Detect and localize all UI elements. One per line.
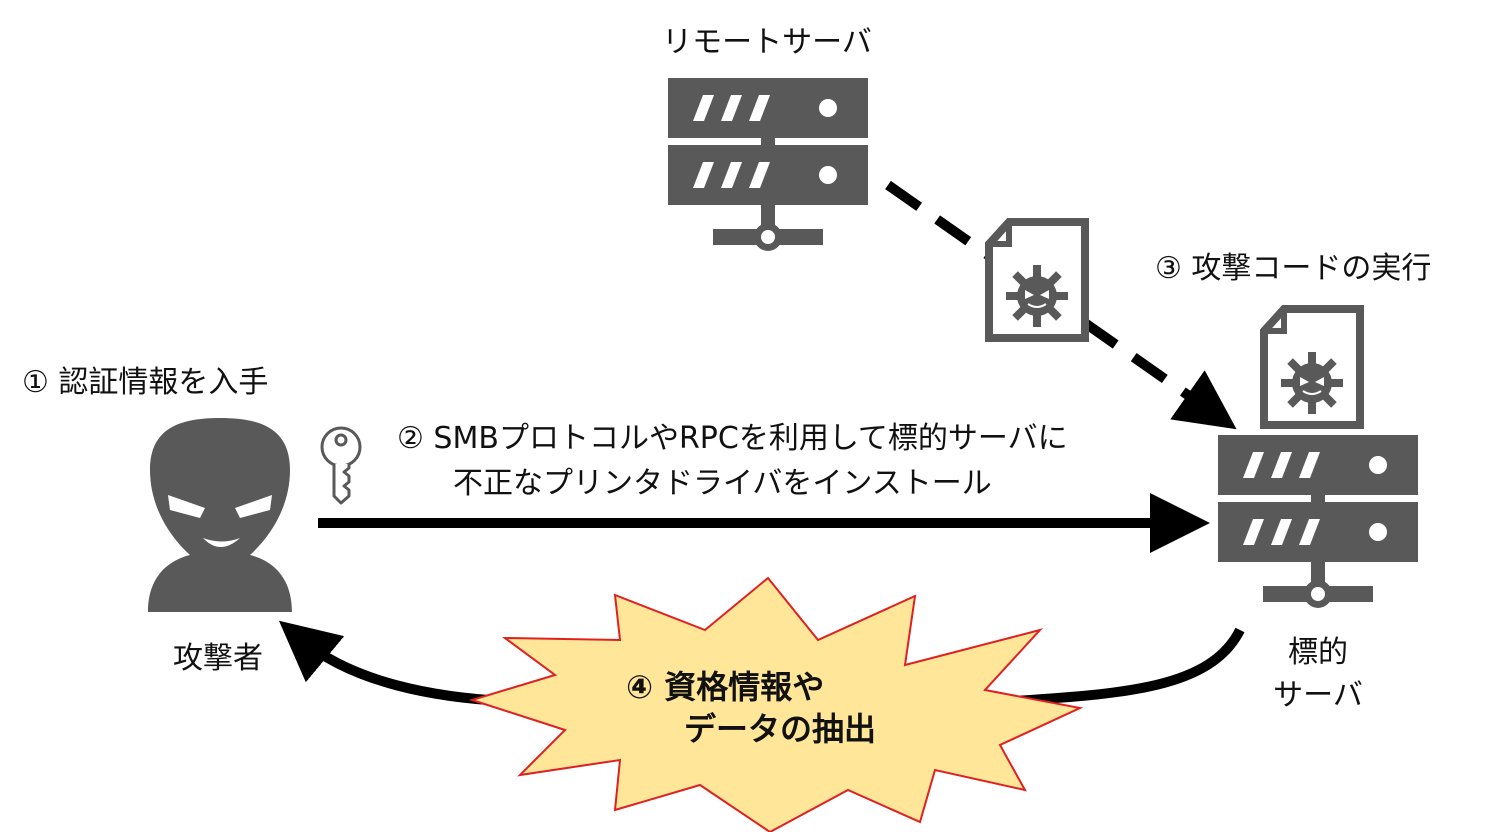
step2-label-line1: ② SMBプロトコルやRPCを利用して標的サーバに — [397, 421, 1068, 456]
target-server-icon — [1218, 435, 1418, 608]
step3-label: ③ 攻撃コードの実行 — [1155, 251, 1431, 286]
remote-server-label: リモートサーバ — [662, 25, 872, 60]
step1-label: ① 認証情報を入手 — [22, 365, 268, 400]
step4-label-line1: ④ 資格情報や — [626, 668, 824, 706]
burst-shape — [468, 576, 1084, 832]
key-icon — [320, 426, 362, 505]
target-server-label-1: 標的 — [1288, 635, 1348, 670]
malware-file-icon — [1260, 305, 1364, 429]
step2-label-line2: 不正なプリンタドライバをインストール — [453, 466, 992, 501]
step4-label-line2: データの抽出 — [684, 710, 876, 748]
malware-file-icon — [985, 218, 1089, 342]
target-server-label-2: サーバ — [1273, 678, 1363, 713]
remote-server-icon — [668, 78, 868, 251]
attacker-label: 攻撃者 — [173, 641, 263, 676]
attacker-icon — [148, 418, 292, 612]
